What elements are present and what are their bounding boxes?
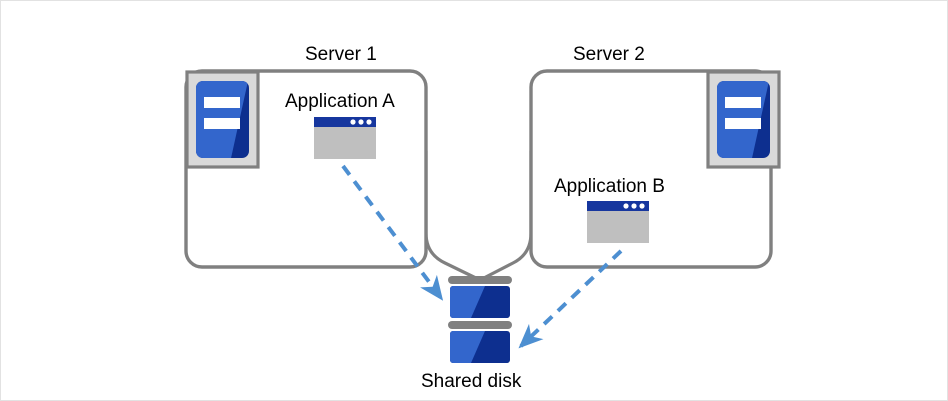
server-icon-server2 [706, 70, 781, 169]
server1-label: Server 1 [305, 44, 377, 65]
shared-disk-label: Shared disk [421, 371, 522, 392]
connector-server1-to-disk [424, 149, 482, 282]
dashed-arrow-app-a-to-disk [341, 164, 444, 301]
connector-server2-to-disk [478, 149, 533, 282]
application-window-icon-a [314, 117, 376, 159]
dashed-arrow-app-b-to-disk [518, 249, 623, 349]
shared-disk-icon [448, 276, 512, 363]
server2-label: Server 2 [573, 44, 645, 65]
application-a-label: Application A [285, 91, 395, 112]
application-window-icon-b [587, 201, 649, 243]
server-icon-server1 [185, 70, 260, 169]
application-b-label: Application B [554, 176, 665, 197]
